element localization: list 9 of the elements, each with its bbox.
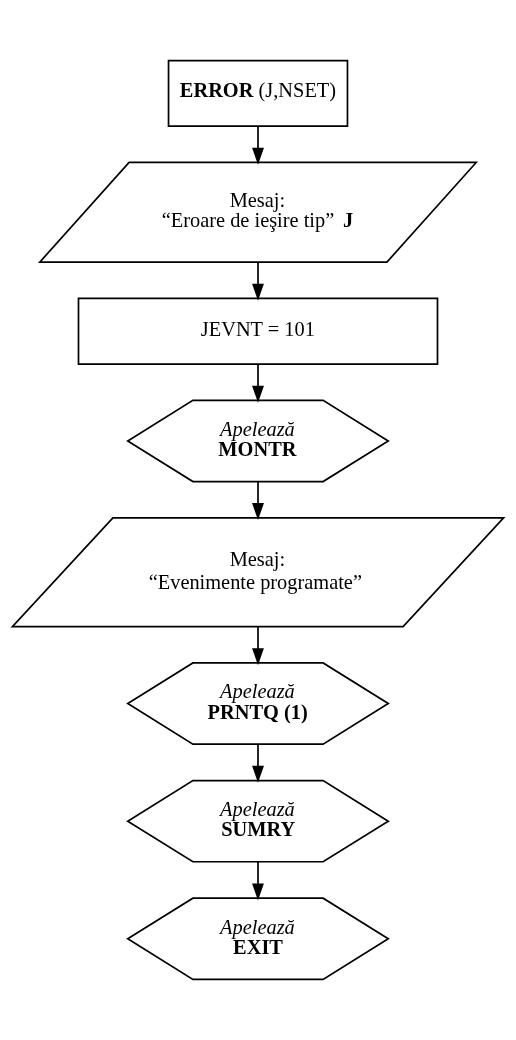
arrow [252,261,264,301]
node-box: JEVNT = 101 [77,297,439,365]
arrow [252,481,264,521]
arrow [252,626,264,666]
node-box: ERROR (J,NSET) [167,59,349,128]
arrow [252,125,264,165]
arrow [252,363,264,403]
arrow [252,861,264,901]
arrow [252,743,264,783]
